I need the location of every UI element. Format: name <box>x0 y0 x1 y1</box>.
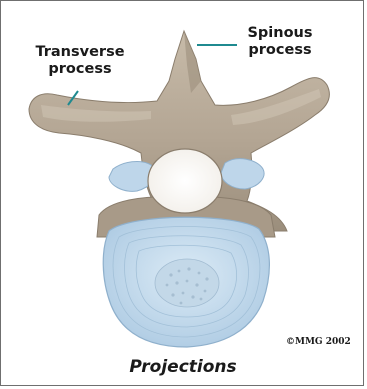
spinous-process-label: Spinous process <box>239 25 321 59</box>
transverse-label-line2: process <box>25 61 135 78</box>
copyright-notice: ©MMG 2002 <box>286 337 351 347</box>
transverse-process-label: Transverse process <box>25 44 135 78</box>
vertebral-canal <box>148 149 222 213</box>
figure-caption: Projections <box>1 357 365 377</box>
spinous-label-line2: process <box>239 42 321 59</box>
nucleus-pulposus <box>155 259 219 307</box>
spinous-label-line1: Spinous <box>239 25 321 42</box>
transverse-label-line1: Transverse <box>25 44 135 61</box>
